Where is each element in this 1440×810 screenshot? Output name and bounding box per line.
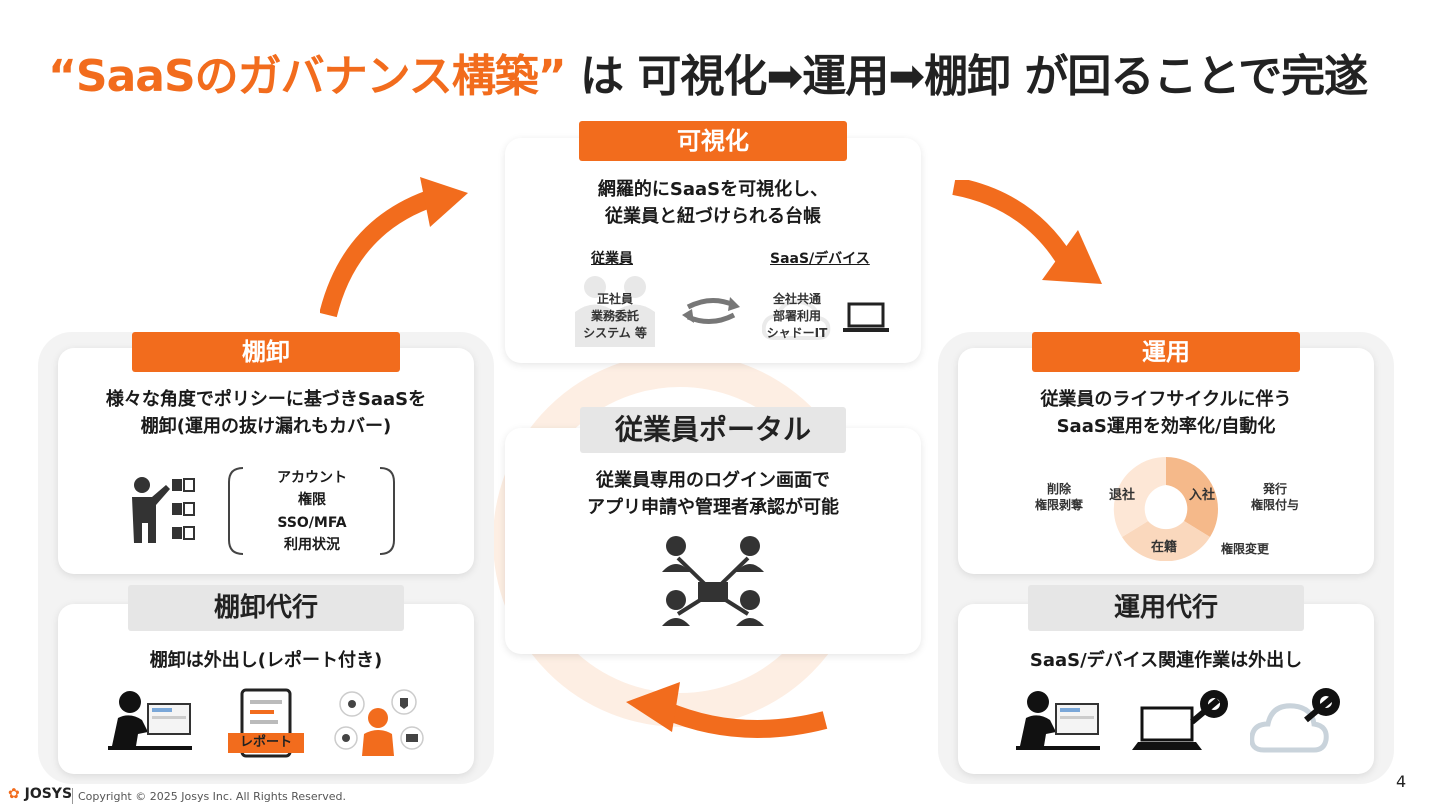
footer-divider	[72, 788, 73, 804]
inventory-agency-desc: 棚卸は外出し(レポート付き)	[149, 650, 383, 671]
operation-desc-2: SaaS運用を効率化/自動化	[1056, 416, 1276, 437]
annotation-left-2: 権限剥奪	[1034, 498, 1083, 512]
portal-desc-2: アプリ申請や管理者承認が可能	[587, 497, 839, 518]
operation-agency-desc: SaaS/デバイス関連作業は外出し	[1029, 650, 1303, 671]
inventory-card	[58, 348, 474, 574]
arrow-inventory-to-visualize	[320, 177, 468, 318]
inventory-desc-1: 様々な角度でポリシーに基づきSaaSを	[105, 389, 427, 410]
employee-item-1: 正社員	[596, 292, 633, 306]
employee-heading: 従業員	[591, 251, 633, 267]
inventory-item-3: SSO/MFA	[277, 515, 347, 531]
visualize-label: 可視化	[579, 121, 847, 161]
arrow-operation-to-inventory	[626, 682, 828, 738]
inventory-item-4: 利用状況	[284, 537, 340, 553]
josys-logo: ✿ JOSYS	[8, 786, 72, 802]
page-number: 4	[1396, 772, 1407, 791]
annotation-bottom: 権限変更	[1220, 542, 1269, 556]
visualize-desc-2: 従業員と紐づけられる台帳	[605, 206, 821, 227]
employee-item-2: 業務委託	[590, 309, 639, 323]
lifecycle-donut	[1113, 456, 1219, 561]
visualize-desc-1: 網羅的にSaaSを可視化し、	[597, 179, 829, 200]
inventory-item-2: 権限	[298, 492, 326, 508]
portal-card	[505, 428, 921, 654]
donut-segment-employed: 在籍	[1150, 540, 1177, 555]
laptop-icon	[843, 302, 889, 332]
inventory-item-1: アカウント	[277, 470, 347, 486]
inventory-agency-label: 棚卸代行	[128, 585, 404, 631]
arrow-visualize-to-operation	[952, 180, 1102, 284]
support-staff-icons	[334, 689, 424, 756]
logo-text: JOSYS	[24, 786, 73, 802]
page-title: “SaaSのガバナンス構築” は 可視化➡運用➡棚卸 が回ることで完遂	[48, 40, 1368, 104]
copyright: Copyright © 2025 Josys Inc. All Rights R…	[78, 790, 346, 803]
title-rest: は 可視化➡運用➡棚卸 が回ることで完遂	[565, 51, 1368, 102]
sync-arrows-icon	[682, 297, 740, 324]
cloud-gear-icon	[1250, 688, 1340, 753]
saas-heading: SaaS/デバイス	[770, 251, 870, 267]
report-tag: レポート	[228, 733, 304, 753]
operation-desc-1: 従業員のライフサイクルに伴う	[1040, 389, 1292, 410]
title-highlight: “SaaSのガバナンス構築”	[48, 51, 567, 102]
inventory-label: 棚卸	[132, 332, 400, 372]
bracket-left	[228, 467, 244, 555]
saas-item-3: シャドーIT	[766, 326, 828, 340]
saas-item-1: 全社共通	[772, 292, 821, 306]
laptop-gear-icon	[1132, 690, 1228, 750]
person-at-computer-icon-2	[1016, 691, 1100, 750]
annotation-right-1: 発行	[1262, 482, 1287, 496]
bracket-right	[379, 467, 395, 555]
employee-group-icon	[575, 276, 655, 347]
operation-agency-label: 運用代行	[1028, 585, 1304, 631]
annotation-right-2: 権限付与	[1250, 498, 1299, 512]
donut-segment-leave: 退社	[1108, 488, 1135, 503]
inventory-desc-2: 棚卸(運用の抜け漏れもカバー)	[140, 416, 392, 437]
annotation-left-1: 削除	[1046, 482, 1071, 496]
employee-item-3: システム 等	[583, 326, 647, 340]
network-people-icon	[662, 536, 764, 626]
operation-label: 運用	[1032, 332, 1300, 372]
person-at-computer-icon	[108, 691, 192, 750]
donut-segment-join: 入社	[1188, 488, 1215, 503]
logo-mark-icon: ✿	[8, 786, 20, 802]
cloud-icon	[762, 299, 831, 340]
presenter-checklist-icon	[132, 477, 195, 543]
saas-item-2: 部署利用	[772, 309, 821, 323]
portal-label: 従業員ポータル	[580, 407, 846, 453]
portal-desc-1: 従業員専用のログイン画面で	[596, 470, 830, 491]
